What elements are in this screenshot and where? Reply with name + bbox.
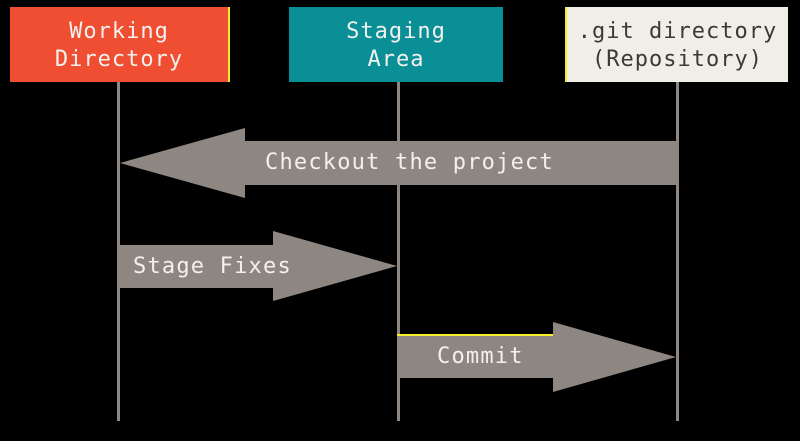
git-directory-box: .git directory (Repository)	[565, 7, 788, 82]
staging-area-label-line2: Area	[367, 47, 425, 72]
stage-fixes-arrow-label: Stage Fixes	[133, 254, 292, 279]
git-directory-label-line2: (Repository)	[592, 47, 763, 72]
git-directory-lifeline	[676, 82, 679, 421]
checkout-arrow-head-icon	[120, 128, 245, 198]
stage-fixes-arrow-head-icon	[273, 231, 397, 301]
commit-arrow-head-icon	[553, 322, 676, 392]
stage-fixes-arrow-body	[118, 245, 273, 288]
working-directory-box: Working Directory	[10, 7, 230, 82]
commit-arrow-label: Commit	[437, 344, 524, 369]
commit-arrow-yellow-accent	[397, 334, 553, 336]
staging-area-box: Staging Area	[289, 7, 503, 82]
working-directory-label-line2: Directory	[54, 47, 184, 72]
working-directory-label-line1: Working	[69, 19, 169, 44]
checkout-arrow-label: Checkout the project	[265, 150, 554, 175]
staging-area-lifeline	[397, 82, 400, 421]
checkout-arrow-body	[245, 141, 677, 185]
commit-arrow-body	[397, 336, 553, 378]
staging-area-label-line1: Staging	[346, 19, 446, 44]
git-directory-label-line1: .git directory	[577, 19, 778, 44]
